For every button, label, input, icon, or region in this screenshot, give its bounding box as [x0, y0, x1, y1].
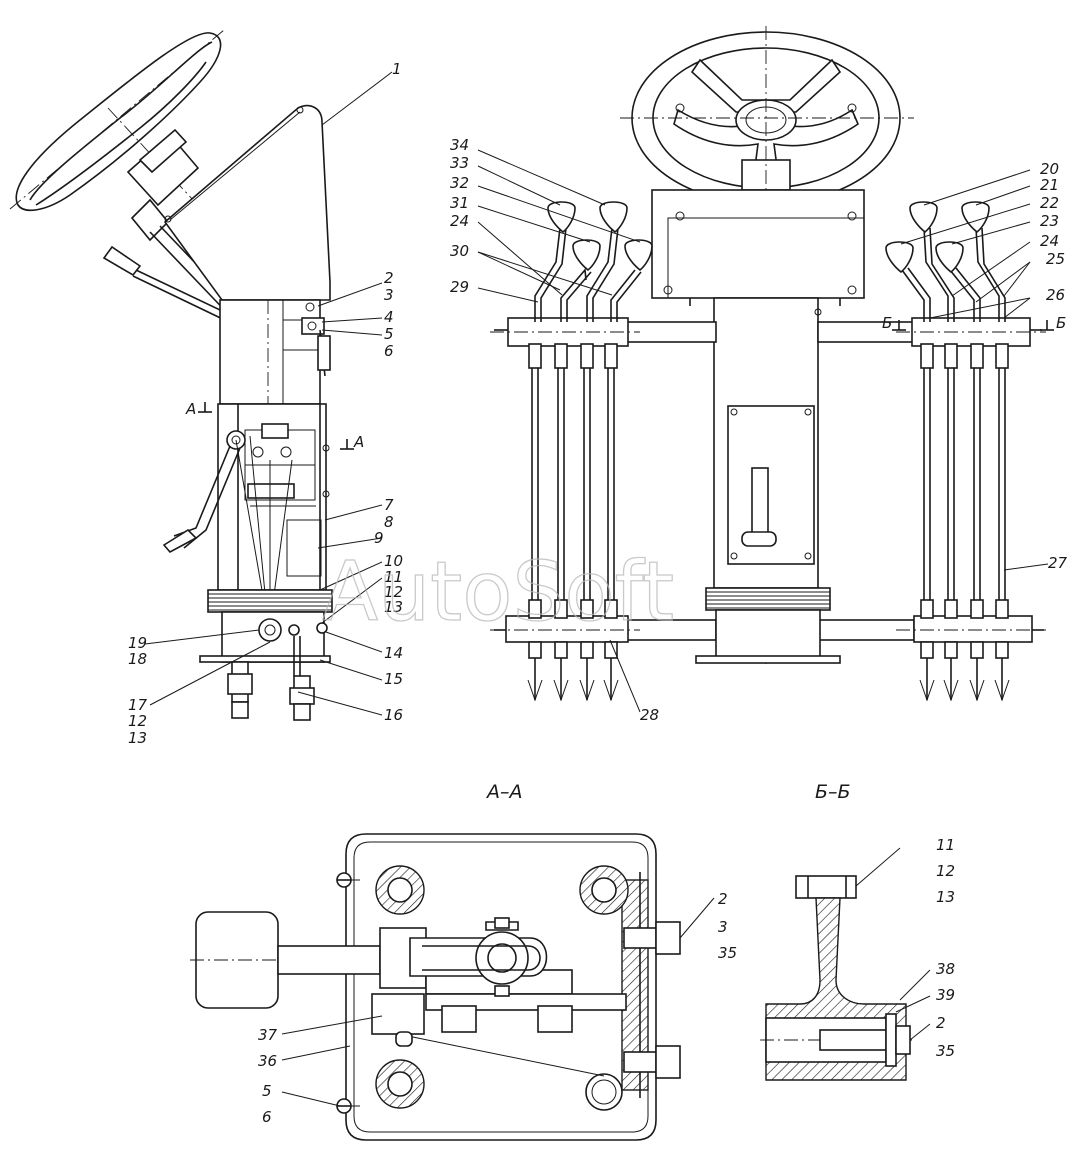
right-levers	[885, 201, 1006, 322]
label-4: 4	[384, 308, 394, 326]
label-15: 15	[384, 670, 403, 688]
label-25: 25	[1046, 250, 1065, 268]
label-20: 20	[1040, 160, 1059, 178]
section-aa-markers: А А	[185, 400, 364, 451]
marker-b-right: Б	[1056, 314, 1066, 332]
front-leaders	[477, 149, 1049, 713]
label-18: 18	[128, 650, 147, 668]
label-27: 27	[1048, 554, 1068, 572]
label-13b: 13	[128, 729, 147, 747]
label-2: 2	[384, 269, 394, 287]
bb-label-2: 2	[936, 1014, 946, 1032]
aa-label-6: 6	[262, 1108, 272, 1126]
label-26: 26	[1046, 286, 1065, 304]
label-22: 22	[1040, 194, 1059, 212]
label-1: 1	[392, 60, 402, 78]
marker-a-left: А	[185, 400, 196, 418]
watermark: AutoSoft	[322, 545, 674, 640]
marker-a-right: А	[353, 433, 364, 451]
right-rods	[919, 343, 1010, 702]
marker-b-left: Б	[882, 314, 892, 332]
side-view: А А 1 2 3 4 5 6 7 8 9 10 11 12	[9, 29, 403, 747]
left-levers	[534, 201, 653, 322]
label-12: 12	[384, 583, 403, 601]
label-14: 14	[384, 644, 403, 662]
label-11: 11	[384, 568, 403, 586]
side-column-lower	[199, 611, 331, 721]
label-24a: 24	[450, 212, 469, 230]
left-lever-block	[490, 201, 653, 702]
label-8: 8	[384, 513, 394, 531]
dashboard-cover	[163, 104, 331, 301]
label-24b: 24	[1040, 232, 1059, 250]
side-bellows	[207, 589, 333, 613]
side-leaders	[144, 71, 393, 716]
label-32: 32	[450, 174, 469, 192]
front-column	[713, 297, 822, 589]
label-17: 17	[128, 696, 148, 714]
label-23: 23	[1040, 212, 1059, 230]
side-column-middle	[162, 403, 330, 626]
bb-label-35: 35	[936, 1042, 955, 1060]
bb-label-13: 13	[936, 888, 955, 906]
section-bb-markers: Б Б	[882, 314, 1066, 332]
front-steering-wheel	[620, 26, 914, 665]
label-12b: 12	[128, 712, 147, 730]
label-5: 5	[384, 325, 394, 343]
aa-label-2: 2	[718, 890, 728, 908]
label-10: 10	[384, 552, 403, 570]
bb-label-38: 38	[936, 960, 955, 978]
label-7: 7	[384, 496, 394, 514]
label-16: 16	[384, 706, 403, 724]
aa-label-3: 3	[718, 918, 728, 936]
section-title-bb: Б–Б	[815, 781, 851, 803]
label-30: 30	[450, 242, 469, 260]
front-dashboard-box	[651, 189, 865, 306]
section-aa	[190, 833, 715, 1141]
right-lever-block	[885, 201, 1046, 702]
left-rods	[527, 343, 619, 702]
label-9: 9	[374, 529, 384, 547]
label-3: 3	[384, 286, 394, 304]
bb-label-11: 11	[936, 836, 955, 854]
bb-label-39: 39	[936, 986, 955, 1004]
aa-label-5: 5	[262, 1082, 272, 1100]
label-21: 21	[1040, 176, 1059, 194]
label-33: 33	[450, 154, 469, 172]
section-bb	[760, 847, 931, 1081]
label-34: 34	[450, 136, 469, 154]
front-view: Б Б 34 33 32 31 24	[450, 26, 1068, 724]
bb-label-12: 12	[936, 862, 955, 880]
label-29: 29	[450, 278, 469, 296]
label-19: 19	[128, 634, 147, 652]
aa-label-36: 36	[258, 1052, 277, 1070]
section-title-aa: А–А	[485, 781, 523, 803]
aa-label-37: 37	[258, 1026, 278, 1044]
front-bellows	[695, 587, 841, 664]
label-13: 13	[384, 598, 403, 616]
label-6: 6	[384, 342, 394, 360]
label-31: 31	[450, 194, 469, 212]
aa-label-35: 35	[718, 944, 737, 962]
label-28: 28	[640, 706, 659, 724]
